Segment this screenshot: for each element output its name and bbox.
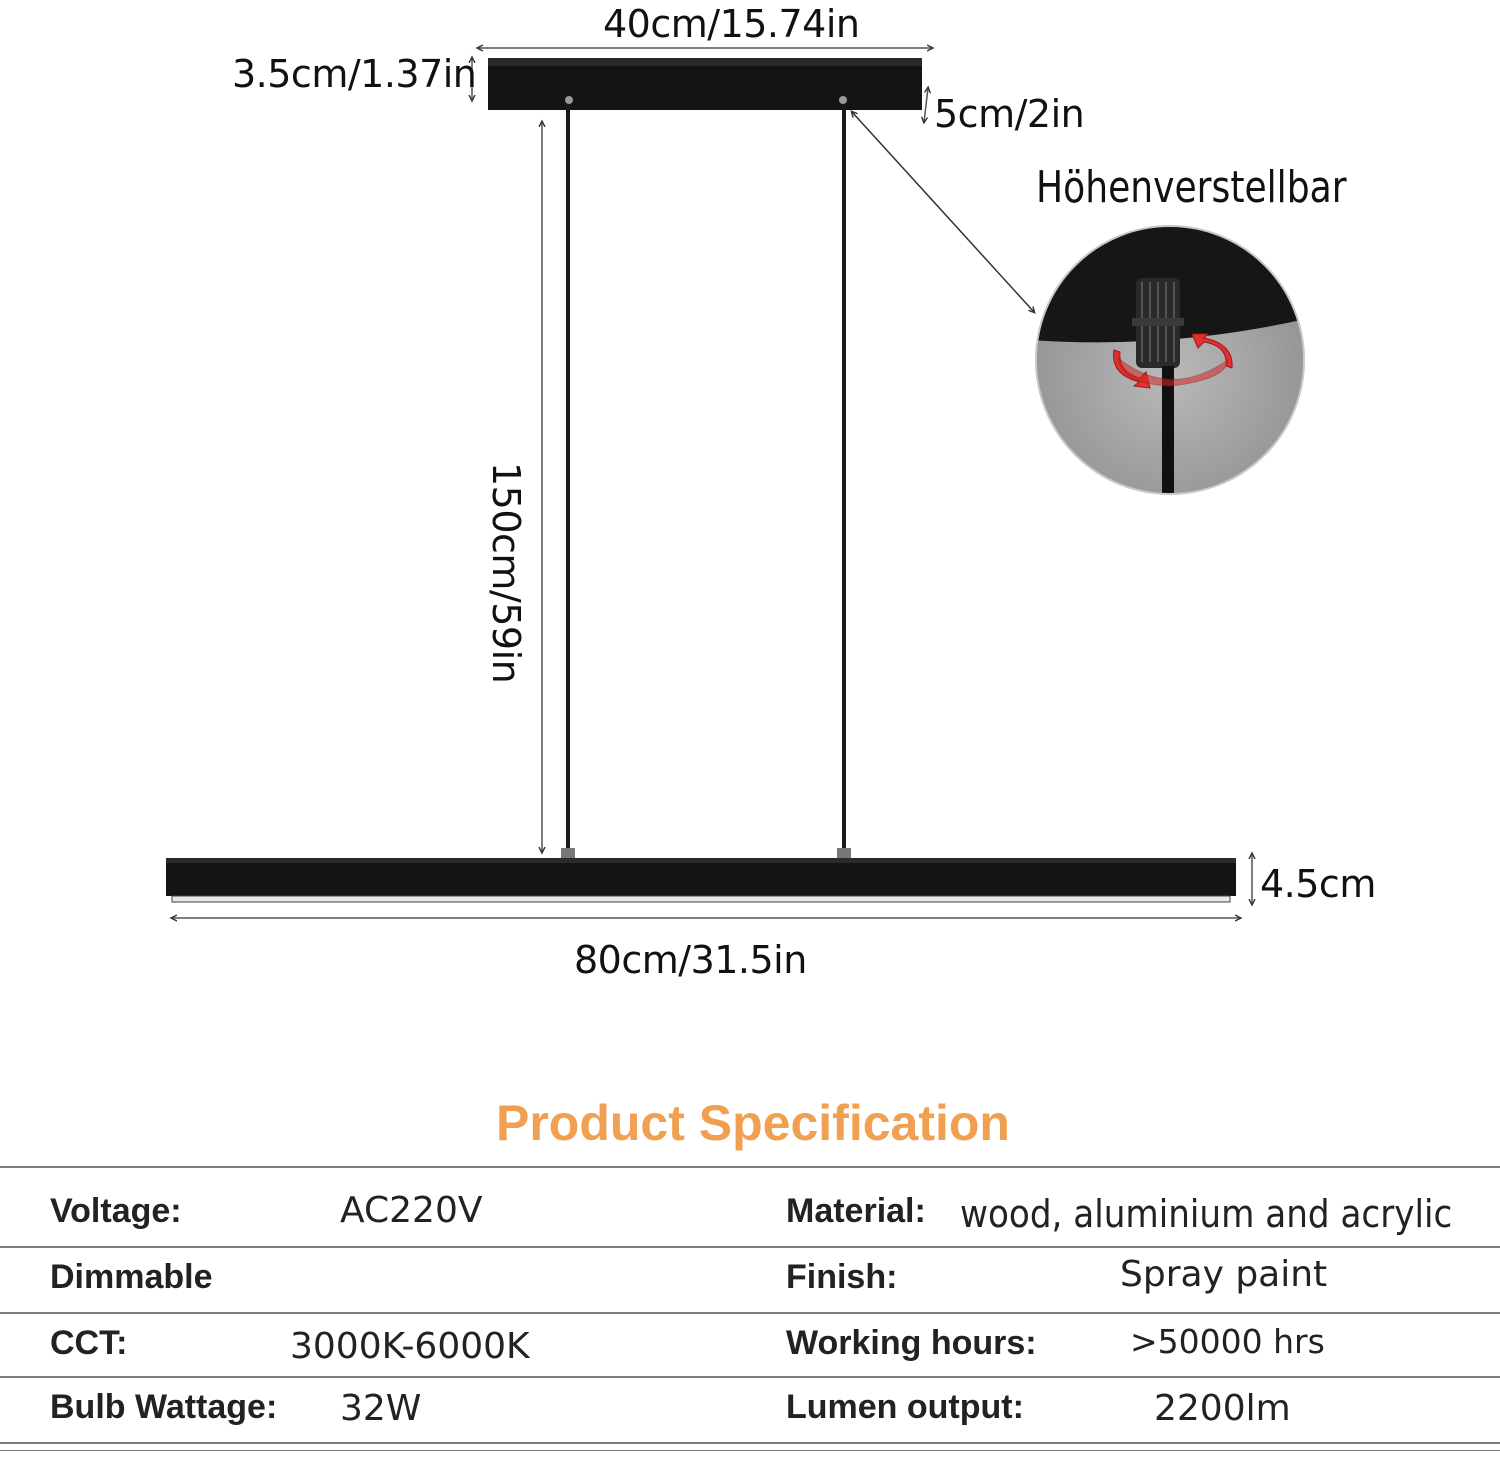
ceiling-canopy [488, 58, 922, 110]
canopy-height-label: 3.5cm/1.37in [232, 52, 477, 96]
spec-title: Product Specification [496, 1095, 1010, 1151]
spec-value: 32W [340, 1388, 422, 1429]
spec-divider [0, 1376, 1500, 1378]
spec-divider [0, 1450, 1500, 1451]
spec-value: 3000K-6000K [290, 1326, 530, 1367]
spec-row: CCT: 3000K-6000K Working hours: >50000 h… [0, 1314, 1500, 1380]
spec-value: wood, aluminium and acrylic [960, 1192, 1453, 1236]
spec-value: >50000 hrs [1130, 1322, 1325, 1361]
spec-label: Finish: [786, 1258, 898, 1296]
led-light-bar [166, 858, 1236, 896]
spec-value: Spray paint [1120, 1254, 1328, 1295]
spec-divider [0, 1246, 1500, 1248]
canopy-depth-label: 5cm/2in [934, 92, 1085, 136]
detail-pointer-line [852, 112, 1034, 312]
spec-row: Voltage: AC220V Material: wood, aluminiu… [0, 1180, 1500, 1246]
rotation-arrows-icon [1113, 333, 1233, 389]
spec-label: Working hours: [786, 1324, 1037, 1362]
height-adjustable-label: Höhenverstellbar [1036, 162, 1347, 213]
spec-value: AC220V [340, 1190, 483, 1231]
spec-row: Dimmable Finish: Spray paint [0, 1248, 1500, 1314]
spec-label: Bulb Wattage: [50, 1388, 278, 1426]
bar-length-label: 80cm/31.5in [574, 938, 807, 982]
bar-height-label: 4.5cm [1260, 862, 1376, 906]
spec-divider [0, 1442, 1500, 1444]
cable-length-label: 150cm/59in [484, 462, 528, 684]
spec-label: Dimmable [50, 1258, 213, 1296]
height-adjust-detail-image [1036, 226, 1304, 494]
spec-row: Bulb Wattage: 32W Lumen output: 2200lm [0, 1380, 1500, 1446]
spec-divider [0, 1166, 1500, 1168]
spec-label: Voltage: [50, 1192, 182, 1230]
canopy-width-label: 40cm/15.74in [603, 2, 860, 46]
spec-label: Material: [786, 1192, 926, 1230]
canopy-depth-dimension-line [924, 88, 928, 122]
lamp-diagram [166, 0, 1305, 1060]
spec-value: 2200lm [1154, 1388, 1291, 1429]
spec-divider [0, 1312, 1500, 1314]
spec-label: Lumen output: [786, 1388, 1024, 1426]
spec-label: CCT: [50, 1324, 128, 1362]
